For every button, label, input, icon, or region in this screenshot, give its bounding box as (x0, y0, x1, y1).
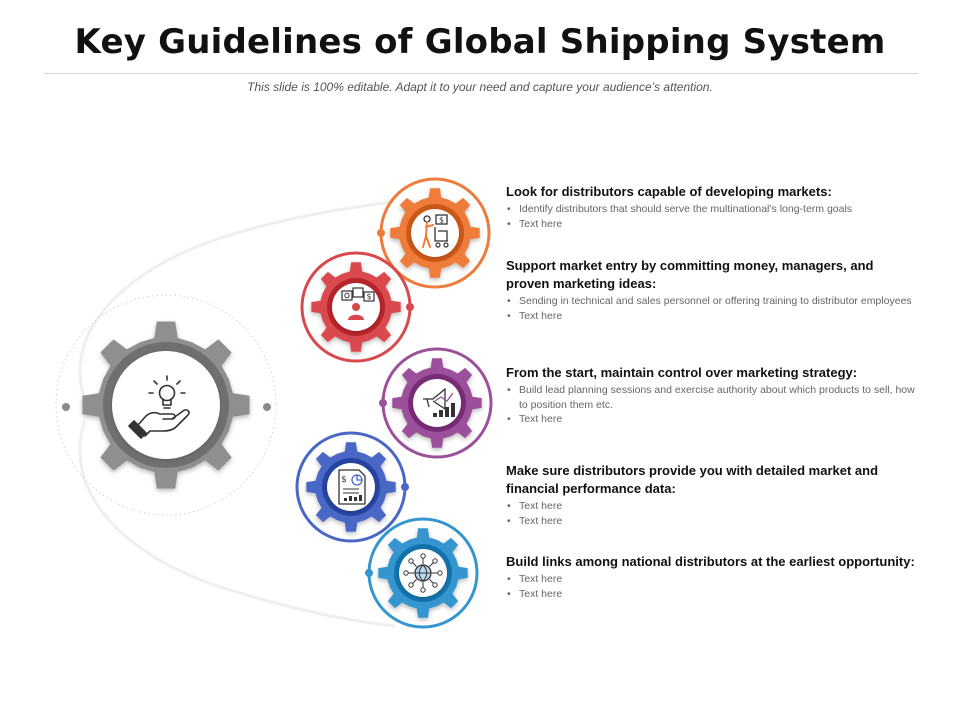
connector-dot (365, 569, 373, 577)
step-1-bullets: Identify distributors that should serve … (506, 202, 916, 231)
hub-connector-dot (62, 403, 70, 411)
step-4-bullets: Text here Text here (506, 499, 916, 528)
connector-dot (379, 399, 387, 407)
hub-gear (55, 294, 277, 516)
bullet-item: Text here (506, 514, 916, 529)
svg-text:$: $ (439, 216, 444, 225)
bullet-item: Identify distributors that should serve … (506, 202, 916, 217)
step-2-gear: $ (300, 251, 414, 363)
step-5-gear (365, 517, 479, 629)
step-3-text: From the start, maintain control over ma… (506, 364, 916, 427)
step-2-text: Support market entry by committing money… (506, 257, 916, 323)
bullet-item: Text here (506, 412, 916, 427)
step-2-bullets: Sending in technical and sales personnel… (506, 294, 916, 323)
step-3-bullets: Build lead planning sessions and exercis… (506, 383, 916, 427)
step-5-text: Build links among national distributors … (506, 553, 916, 601)
svg-text:$: $ (341, 475, 347, 485)
bullet-item: Text here (506, 217, 916, 232)
bullet-item: Build lead planning sessions and exercis… (506, 383, 916, 412)
step-5-heading: Build links among national distributors … (506, 554, 915, 569)
connector-dot (401, 483, 409, 491)
step-1-text: Look for distributors capable of develop… (506, 183, 916, 231)
hub-connector-dot (263, 403, 271, 411)
connector-dot (377, 229, 385, 237)
step-5-bullets: Text here Text here (506, 572, 916, 601)
step-2-heading: Support market entry by committing money… (506, 258, 874, 291)
bullet-item: Text here (506, 499, 916, 514)
svg-text:$: $ (366, 292, 371, 301)
bullet-item: Text here (506, 309, 916, 324)
step-4-text: Make sure distributors provide you with … (506, 462, 916, 528)
slide-subtitle: This slide is 100% editable. Adapt it to… (247, 80, 713, 94)
step-4-gear: $ (295, 431, 409, 543)
lightbulb-in-hand-icon (128, 375, 190, 439)
step-3-gear (379, 347, 493, 459)
global-network-icon (403, 553, 443, 593)
step-1-heading: Look for distributors capable of develop… (506, 184, 832, 199)
title-divider (44, 73, 918, 74)
bullet-item: Text here (506, 587, 916, 602)
slide-title: Key Guidelines of Global Shipping System (74, 22, 886, 62)
bullet-item: Sending in technical and sales personnel… (506, 294, 916, 309)
money-presentation-icon: $ (341, 287, 375, 320)
connector-dot (406, 303, 414, 311)
connector-curve (78, 200, 393, 401)
megaphone-growth-chart-icon (423, 388, 455, 417)
delivery-person-with-cart-icon: $ (422, 214, 449, 248)
bullet-item: Text here (506, 572, 916, 587)
step-4-heading: Make sure distributors provide you with … (506, 463, 879, 496)
connector-curve (78, 419, 396, 628)
step-1-gear: $ (377, 177, 491, 289)
financial-report-icon: $ (338, 469, 366, 505)
step-3-heading: From the start, maintain control over ma… (506, 365, 858, 380)
